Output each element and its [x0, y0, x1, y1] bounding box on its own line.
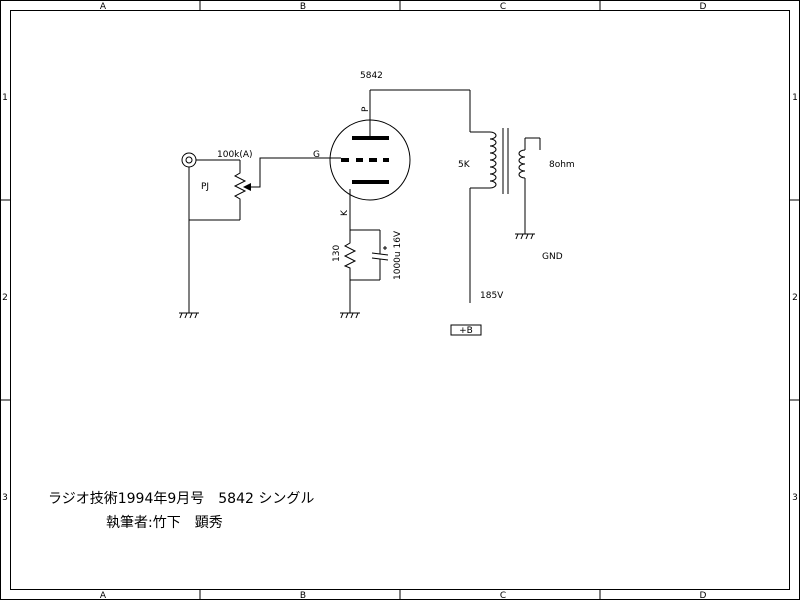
b-plus-terminal-label: +B: [459, 326, 473, 336]
frame-row-label-1-left: 1: [2, 93, 8, 103]
grid-pin-label: G: [313, 150, 320, 160]
gnd-label: GND: [542, 252, 563, 262]
input-ground-symbol: [179, 312, 199, 319]
b-plus-terminal-box: [450, 324, 482, 336]
frame-row-label-3-right: 3: [792, 493, 798, 503]
plate-wiring: [369, 89, 490, 303]
cathode-resistor-symbol: [343, 240, 357, 270]
plate-pin-label: P: [361, 106, 371, 112]
cathode-wiring: [349, 189, 381, 313]
frame-col-label-c-top: C: [500, 2, 506, 12]
input-jack-symbol: [181, 152, 197, 168]
transformer-secondary-label: 8ohm: [549, 160, 575, 170]
transformer-primary-label: 5K: [458, 160, 471, 170]
frame-col-label-d-top: D: [700, 2, 707, 12]
cathode-capacitor-label: 1000u 16V: [393, 230, 403, 280]
output-transformer-symbol: [489, 128, 541, 234]
frame-col-label-b-top: B: [300, 2, 306, 12]
b-plus-voltage-label: 185V: [480, 291, 504, 301]
frame-row-label-2-left: 2: [2, 293, 8, 303]
inner-frame: [10, 10, 790, 590]
cathode-ground-symbol: [340, 312, 360, 319]
drawing-author: 執筆者:竹下 顕秀: [106, 515, 223, 531]
cathode-resistor-label: 130: [332, 245, 342, 262]
input-wiring: [188, 159, 241, 313]
frame-col-label-b-bottom: B: [300, 591, 306, 600]
cathode-pin-label: K: [340, 209, 350, 216]
frame-col-label-a-bottom: A: [100, 591, 107, 600]
frame-row-label-3-left: 3: [2, 493, 8, 503]
cathode-capacitor-symbol: [371, 246, 389, 264]
volume-pot-label: 100k(A): [217, 150, 253, 160]
frame-row-label-2-right: 2: [792, 293, 798, 303]
tube-type-label: 5842: [360, 71, 383, 81]
drawing-title: ラジオ技術1994年9月号 5842 シングル: [48, 491, 314, 507]
frame-row-label-1-right: 1: [792, 93, 798, 103]
input-jack-label: PJ: [201, 182, 209, 192]
frame-col-label-d-bottom: D: [700, 591, 707, 600]
frame-col-label-c-bottom: C: [500, 591, 506, 600]
secondary-ground-symbol: [515, 233, 535, 240]
frame-col-label-a-top: A: [100, 2, 107, 12]
